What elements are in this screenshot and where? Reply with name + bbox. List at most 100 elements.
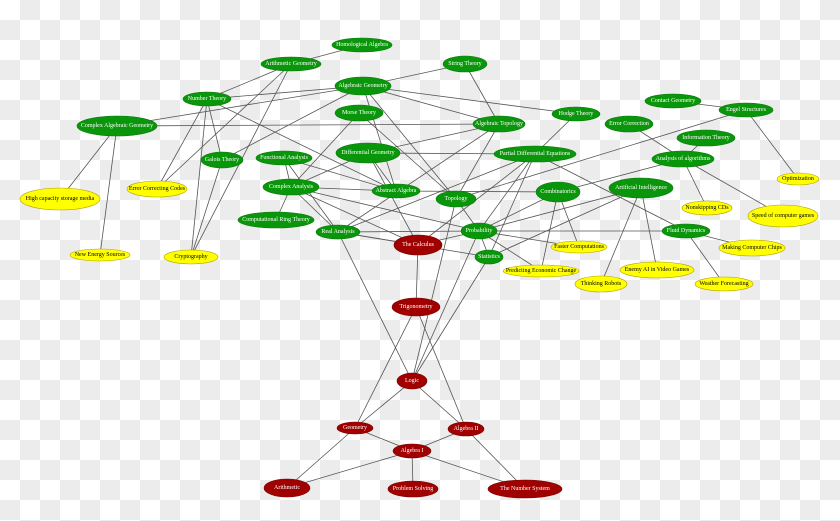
node-absalg[interactable]: Abstract Algebra bbox=[371, 183, 421, 199]
node-energy[interactable]: New Energy Sources bbox=[69, 248, 131, 262]
node-ellipse bbox=[776, 172, 820, 186]
node-label: Statistics bbox=[478, 254, 500, 260]
node-enemy[interactable]: Enemy AI in Video Games bbox=[619, 261, 695, 279]
node-econ[interactable]: Predicting Economic Change bbox=[502, 264, 580, 278]
edge-logic-alg2 bbox=[411, 380, 467, 430]
node-info[interactable]: Information Theory bbox=[676, 129, 736, 147]
node-pde[interactable]: Partial Differential Equations bbox=[493, 145, 577, 163]
node-funcan[interactable]: Functional Analysis bbox=[255, 150, 313, 166]
node-ellipse bbox=[260, 56, 322, 72]
node-cag[interactable]: Complex Algebraic Geometry bbox=[76, 115, 158, 137]
edge-galois-crypto bbox=[190, 159, 223, 258]
node-ellipse bbox=[19, 187, 101, 211]
node-geom[interactable]: Geometry bbox=[336, 421, 374, 435]
node-realan[interactable]: Real Analysis bbox=[315, 224, 361, 240]
node-ellipse bbox=[681, 200, 733, 216]
node-ellipse bbox=[644, 93, 702, 109]
node-label: Differential Geometry bbox=[341, 149, 394, 156]
node-optim[interactable]: Optimization bbox=[776, 172, 820, 186]
node-morse[interactable]: Morse Theory bbox=[334, 104, 384, 122]
node-chips[interactable]: Making Computer Chips bbox=[718, 239, 786, 257]
edge-geom-trig bbox=[354, 306, 417, 429]
node-ellipse bbox=[334, 76, 392, 96]
node-weather[interactable]: Weather Forecasting bbox=[694, 276, 754, 292]
node-string[interactable]: String Theory bbox=[442, 55, 488, 73]
node-storage[interactable]: High capacity storage media bbox=[19, 187, 101, 211]
node-engel[interactable]: Engel Structures bbox=[718, 102, 774, 118]
node-prob[interactable]: Probability bbox=[460, 222, 498, 240]
node-hodge[interactable]: Hodge Theory bbox=[551, 106, 601, 122]
edge-ai-prob bbox=[478, 187, 642, 232]
edge-cag-algtop bbox=[116, 123, 500, 127]
edge-ai-enemy bbox=[640, 187, 658, 271]
node-ellipse bbox=[315, 224, 361, 240]
node-diffgeo[interactable]: Differential Geometry bbox=[335, 142, 401, 164]
node-contact[interactable]: Contact Geometry bbox=[644, 93, 702, 109]
node-algtop[interactable]: Algebraic Topology bbox=[472, 115, 526, 133]
node-ellipse bbox=[460, 222, 498, 240]
edge-compan-morse bbox=[290, 112, 360, 188]
node-ellipse bbox=[718, 102, 774, 118]
node-compan[interactable]: Complex Analysis bbox=[262, 178, 320, 196]
node-aoa[interactable]: Analysis of algorithms bbox=[651, 150, 715, 168]
node-label: Predicting Economic Change bbox=[506, 268, 577, 274]
node-ai[interactable]: Artificial Intelligence bbox=[608, 177, 674, 199]
node-stats[interactable]: Statistics bbox=[474, 249, 504, 265]
node-label: Logic bbox=[405, 378, 419, 384]
node-ellipse bbox=[447, 421, 485, 437]
node-homalg[interactable]: Homological Algebra bbox=[331, 37, 393, 53]
node-alg1[interactable]: Algebra I bbox=[392, 443, 432, 459]
node-ellipse bbox=[182, 91, 232, 107]
node-ellipse bbox=[263, 478, 311, 498]
node-label: Geometry bbox=[343, 425, 367, 431]
edge-alggeo-topo bbox=[362, 85, 457, 200]
node-crypto[interactable]: Cryptography bbox=[163, 249, 219, 265]
node-label: Morse Theory bbox=[342, 110, 376, 116]
edge-algtop-topo bbox=[455, 123, 500, 200]
node-ellipse bbox=[718, 239, 786, 257]
node-errcorr[interactable]: Error Correction bbox=[604, 115, 654, 133]
node-label: Analysis of algorithms bbox=[656, 155, 711, 162]
node-label: Trigonometry bbox=[399, 304, 432, 310]
edge-diffgeo-calc bbox=[367, 152, 419, 246]
node-label: Arithmetic Geometry bbox=[265, 61, 316, 67]
node-ellipse bbox=[237, 211, 315, 229]
node-comb[interactable]: Combinatorics bbox=[535, 181, 581, 203]
node-arith[interactable]: Arithmetic bbox=[263, 478, 311, 498]
node-compring[interactable]: Computational Ring Theory bbox=[237, 211, 315, 229]
node-label: Arithmetic bbox=[274, 485, 300, 491]
node-ellipse bbox=[126, 180, 188, 198]
node-numth[interactable]: Number Theory bbox=[182, 91, 232, 107]
node-label: Artificial Intelligence bbox=[615, 184, 667, 191]
node-alg2[interactable]: Algebra II bbox=[447, 421, 485, 437]
node-arithgeo[interactable]: Arithmetic Geometry bbox=[260, 56, 322, 72]
node-topo[interactable]: Topology bbox=[435, 190, 477, 208]
edge-morse-topo bbox=[358, 112, 457, 200]
node-ecc[interactable]: Error Correcting Codes bbox=[126, 180, 188, 198]
node-ellipse bbox=[651, 150, 715, 168]
node-label: Enemy AI in Video Games bbox=[625, 267, 690, 273]
node-faster[interactable]: Faster Computations bbox=[550, 240, 608, 254]
node-probsolve[interactable]: Problem Solving bbox=[387, 480, 439, 498]
edge-alggeo-algtop bbox=[362, 85, 500, 125]
edge-compan-calc bbox=[290, 186, 419, 246]
node-ellipse bbox=[371, 183, 421, 199]
edge-trig-alg2 bbox=[415, 306, 467, 430]
node-numsys[interactable]: The Number System bbox=[487, 479, 563, 499]
node-alggeo[interactable]: Algebraic Geometry bbox=[334, 76, 392, 96]
node-trig[interactable]: Trigonometry bbox=[391, 297, 441, 317]
edge-realan-algtop bbox=[337, 123, 500, 233]
node-robots[interactable]: Thinking Robots bbox=[574, 275, 628, 293]
node-games[interactable]: Speed of computer games bbox=[747, 204, 819, 228]
node-cds[interactable]: Nonskipping CDs bbox=[681, 200, 733, 216]
node-calc[interactable]: The Calculus bbox=[393, 234, 443, 256]
edge-engel-optim bbox=[745, 109, 799, 180]
node-fluid[interactable]: Fluid Dynamics bbox=[661, 223, 711, 239]
node-label: Faster Computations bbox=[554, 244, 604, 250]
node-label: Probability bbox=[466, 228, 493, 234]
node-galois[interactable]: Galois Theory bbox=[200, 151, 244, 169]
edge-compan-prob bbox=[290, 186, 480, 232]
node-label: Homological Algebra bbox=[336, 42, 388, 48]
edge-cag-energy bbox=[99, 125, 118, 256]
node-logic[interactable]: Logic bbox=[396, 372, 428, 390]
